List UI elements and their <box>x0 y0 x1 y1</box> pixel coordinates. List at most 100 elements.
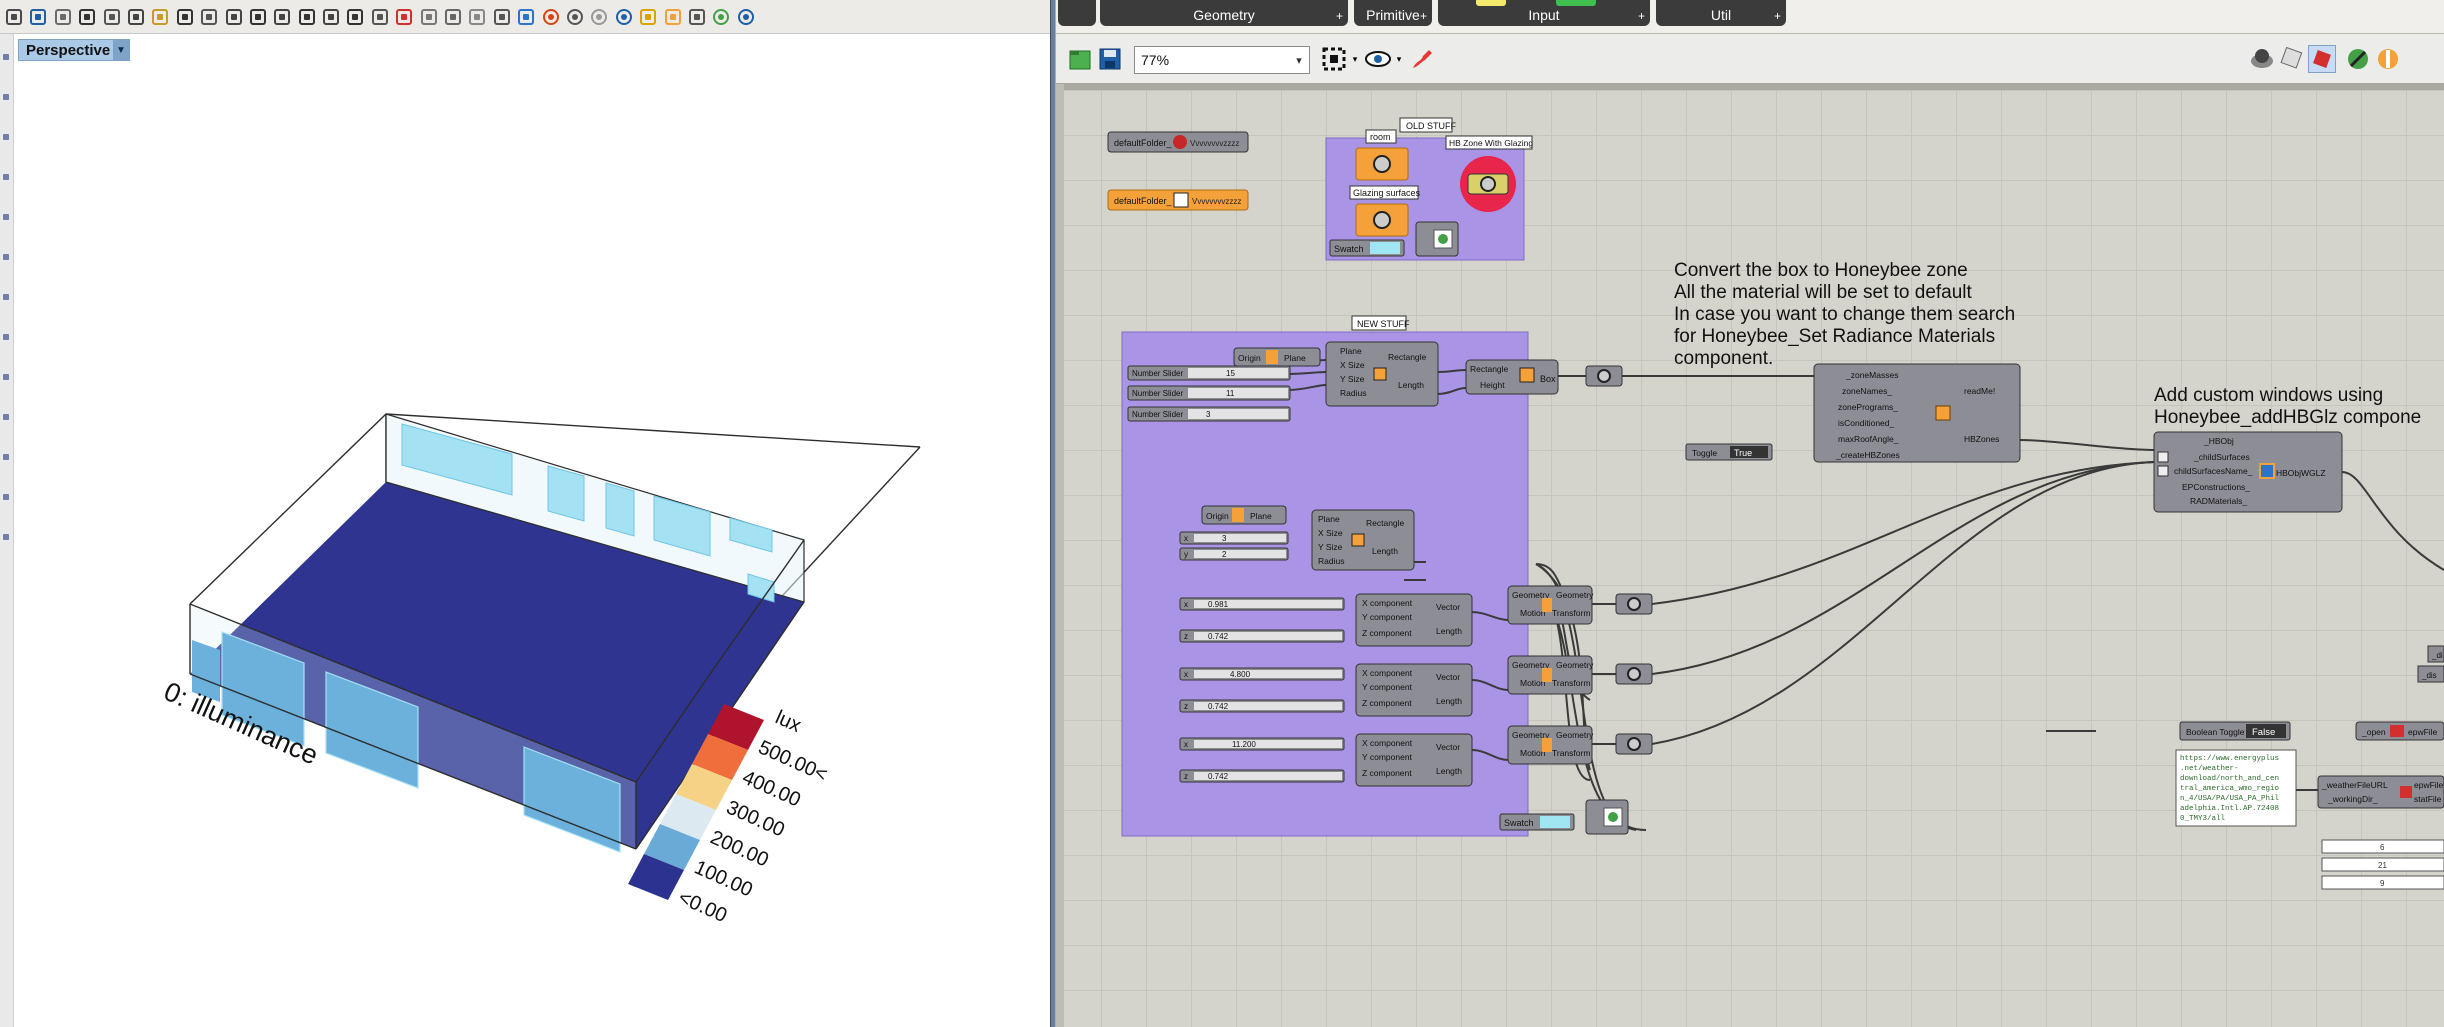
sketch-pen-icon[interactable] <box>1408 45 1436 73</box>
tab-hidden-left[interactable] <box>1058 0 1096 26</box>
render-wire-icon[interactable] <box>565 7 585 27</box>
undo-icon[interactable] <box>175 7 195 27</box>
side-tool-icon[interactable] <box>3 54 9 60</box>
value-panel-2[interactable] <box>2321 857 2444 872</box>
slider-x-track[interactable] <box>1188 368 1288 378</box>
partial-component-1[interactable] <box>2427 645 2444 663</box>
preview-eye-icon[interactable] <box>1364 45 1392 73</box>
save-file-icon[interactable] <box>1096 45 1124 73</box>
rhino-side-toolbar[interactable] <box>0 34 14 1027</box>
slider-v2-z-track[interactable] <box>1194 702 1342 710</box>
world-icon[interactable] <box>711 7 731 27</box>
vector-component-3[interactable] <box>1355 733 1473 787</box>
side-tool-icon[interactable] <box>3 454 9 460</box>
side-tool-icon[interactable] <box>3 374 9 380</box>
preview-wire-icon[interactable] <box>2278 45 2306 73</box>
light-icon[interactable] <box>467 7 487 27</box>
canvas-left-scrollbar[interactable] <box>1056 84 1064 1027</box>
viewport-tab-perspective[interactable]: Perspective ▼ <box>18 39 130 61</box>
tab-input[interactable]: Input+ <box>1438 0 1650 26</box>
options-icon[interactable] <box>663 7 683 27</box>
slider-window-x-track[interactable] <box>1194 534 1286 542</box>
expand-input-icon[interactable] <box>2157 465 2169 477</box>
slider-y-track[interactable] <box>1188 388 1288 398</box>
slider-v1-x-track[interactable] <box>1194 600 1342 608</box>
cplane-icon[interactable] <box>687 7 707 27</box>
tab-expand-icon[interactable]: + <box>1773 9 1781 23</box>
grasshopper-canvas[interactable]: OLD STUFF room Glazing surfaces Swatch H… <box>1056 84 2444 1027</box>
zoom-extents-dropdown-icon[interactable]: ▾ <box>1352 53 1358 64</box>
lock-object-icon[interactable] <box>492 7 512 27</box>
layer-icon[interactable] <box>516 7 536 27</box>
side-tool-icon[interactable] <box>3 254 9 260</box>
save-icon[interactable] <box>28 7 48 27</box>
render-rendered-icon[interactable] <box>614 7 634 27</box>
side-tool-icon[interactable] <box>3 334 9 340</box>
slider-v3-z-track[interactable] <box>1194 772 1342 780</box>
open-file-icon[interactable] <box>1066 45 1094 73</box>
canvas-graph[interactable]: OLD STUFF room Glazing surfaces Swatch H… <box>1056 90 2444 1027</box>
tab-util[interactable]: Util+ <box>1656 0 1786 26</box>
lock-icon[interactable] <box>443 7 463 27</box>
viewport-dropdown-icon[interactable]: ▼ <box>113 40 129 60</box>
preview-dropdown-icon[interactable]: ▾ <box>1396 53 1402 64</box>
add-hb-glz-component[interactable] <box>2153 431 2343 513</box>
preview-shaded-icon[interactable] <box>2248 45 2276 73</box>
tab-expand-icon[interactable]: + <box>1637 9 1645 23</box>
paste-icon[interactable] <box>150 7 170 27</box>
side-tool-icon[interactable] <box>3 414 9 420</box>
render-color-icon[interactable] <box>541 7 561 27</box>
copy-icon[interactable] <box>126 7 146 27</box>
rhino-3d-viewport[interactable]: 0: illuminance lux 500.00< 400.00 300.00… <box>14 62 1044 1022</box>
show-icon[interactable] <box>419 7 439 27</box>
download-weather-component[interactable] <box>2317 775 2444 809</box>
zoom-dropdown[interactable]: 77% ▾ <box>1134 46 1310 74</box>
new-icon[interactable] <box>4 7 24 27</box>
bake-green-icon[interactable] <box>2344 45 2372 73</box>
side-tool-icon[interactable] <box>3 174 9 180</box>
rotate-icon[interactable] <box>224 7 244 27</box>
value-panel-3[interactable] <box>2321 875 2444 890</box>
expand-input-icon[interactable] <box>2157 451 2169 463</box>
slider-v3-x-track[interactable] <box>1194 740 1342 748</box>
slider-v2-x-track[interactable] <box>1194 670 1342 678</box>
rotate-view-icon[interactable] <box>345 7 365 27</box>
zoom-window-icon[interactable] <box>272 7 292 27</box>
pointer-icon[interactable] <box>638 7 658 27</box>
tab-expand-icon[interactable]: + <box>1419 9 1427 23</box>
window-divider[interactable] <box>1050 0 1056 1027</box>
zoom-selected-icon[interactable] <box>321 7 341 27</box>
tab-primitive[interactable]: Primitive+ <box>1354 0 1432 26</box>
pan-icon[interactable] <box>199 7 219 27</box>
partial-component-2[interactable] <box>2417 665 2444 683</box>
masses-to-zones-component[interactable] <box>1813 363 2021 463</box>
vector-component-2[interactable] <box>1355 663 1473 717</box>
value-panel-1[interactable] <box>2321 839 2444 854</box>
side-tool-icon[interactable] <box>3 214 9 220</box>
weather-url-panel[interactable] <box>2175 749 2297 827</box>
slider-v1-z-track[interactable] <box>1194 632 1342 640</box>
zoom-extents-icon[interactable] <box>1320 45 1348 73</box>
side-tool-icon[interactable] <box>3 134 9 140</box>
tab-geometry[interactable]: Geometry+ <box>1100 0 1348 26</box>
print-icon[interactable] <box>53 7 73 27</box>
slider-height-track[interactable] <box>1188 409 1288 419</box>
vector-component-1[interactable] <box>1355 593 1473 647</box>
zoom-extents-icon[interactable] <box>297 7 317 27</box>
render-ghost-icon[interactable] <box>589 7 609 27</box>
side-tool-icon[interactable] <box>3 294 9 300</box>
tab-expand-icon[interactable]: + <box>1335 9 1343 23</box>
cut-icon[interactable] <box>102 7 122 27</box>
bake-orange-icon[interactable] <box>2374 45 2402 73</box>
zoom-icon[interactable] <box>248 7 268 27</box>
help-icon[interactable] <box>736 7 756 27</box>
car-icon[interactable] <box>394 7 414 27</box>
side-tool-icon[interactable] <box>3 534 9 540</box>
box-component[interactable] <box>1465 359 1559 395</box>
grid-icon[interactable] <box>370 7 390 27</box>
preview-selected-icon[interactable] <box>2308 45 2336 73</box>
properties-icon[interactable] <box>77 7 97 27</box>
slider-window-y-track[interactable] <box>1194 550 1286 558</box>
side-tool-icon[interactable] <box>3 494 9 500</box>
side-tool-icon[interactable] <box>3 94 9 100</box>
